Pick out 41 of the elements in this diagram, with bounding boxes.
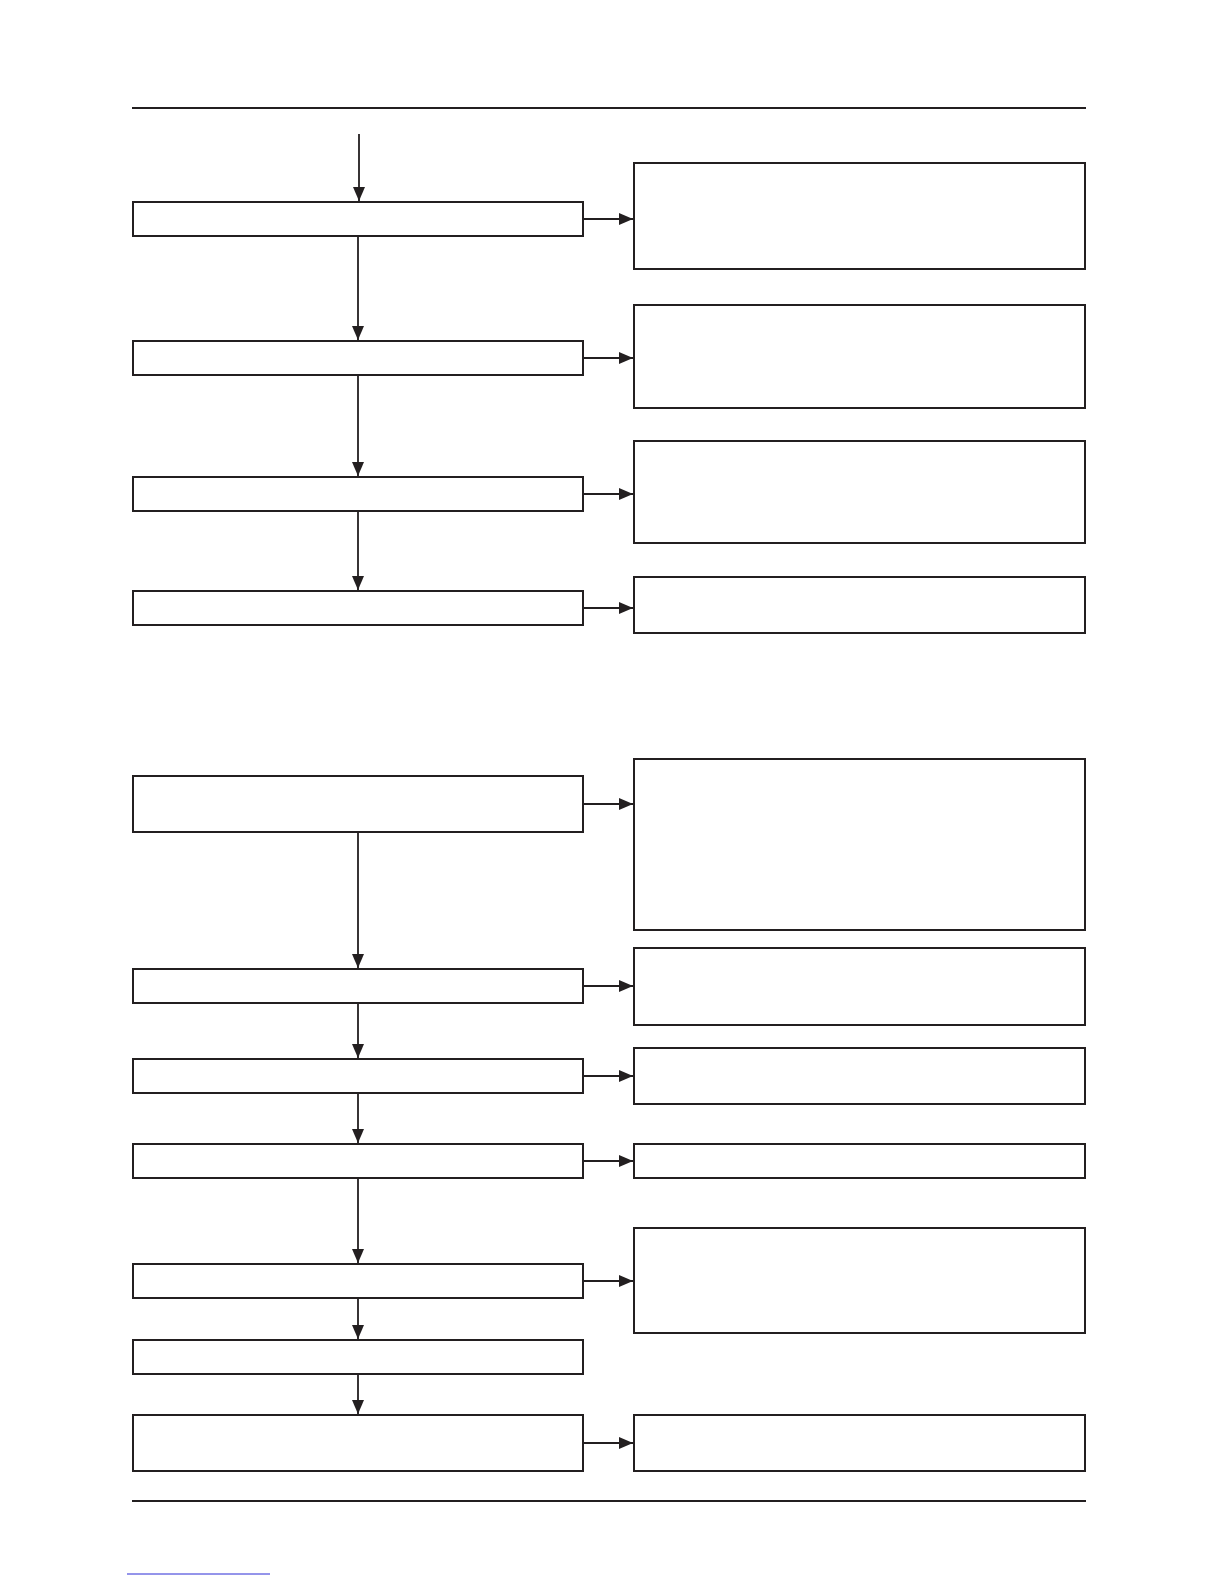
blank-box: [633, 576, 1086, 634]
arrow: [352, 511, 364, 591]
arrow: [583, 1275, 634, 1287]
blank-box: [633, 162, 1086, 270]
arrow: [583, 488, 634, 500]
arrow: [583, 980, 634, 992]
blank-box: [132, 590, 584, 626]
blank-box: [132, 1143, 584, 1179]
arrow: [583, 1437, 634, 1449]
arrow: [352, 1374, 364, 1415]
arrow: [352, 1003, 364, 1059]
blank-box: [132, 968, 584, 1004]
arrow: [583, 213, 634, 225]
arrow: [353, 133, 365, 202]
blank-box: [132, 340, 584, 376]
arrow: [352, 375, 364, 477]
blank-box: [132, 476, 584, 512]
arrow: [352, 1093, 364, 1144]
blank-box: [633, 304, 1086, 409]
blank-box: [132, 1339, 584, 1375]
blank-box: [633, 1227, 1086, 1334]
blank-box: [132, 1058, 584, 1094]
arrow: [352, 1178, 364, 1264]
arrow: [583, 602, 634, 614]
arrow: [583, 352, 634, 364]
blank-box: [132, 1414, 584, 1472]
arrow: [583, 1070, 634, 1082]
arrow: [352, 1298, 364, 1340]
blank-box: [132, 201, 584, 237]
blank-box: [633, 1143, 1086, 1179]
blank-box: [132, 1263, 584, 1299]
arrow: [583, 798, 634, 810]
blank-box: [633, 440, 1086, 544]
arrow: [352, 236, 364, 341]
blank-box: [633, 947, 1086, 1026]
arrow: [352, 832, 364, 969]
arrow: [583, 1155, 634, 1167]
blank-box: [633, 1414, 1086, 1472]
blank-box: [633, 758, 1086, 931]
blank-box: [132, 775, 584, 833]
blank-box: [633, 1047, 1086, 1105]
